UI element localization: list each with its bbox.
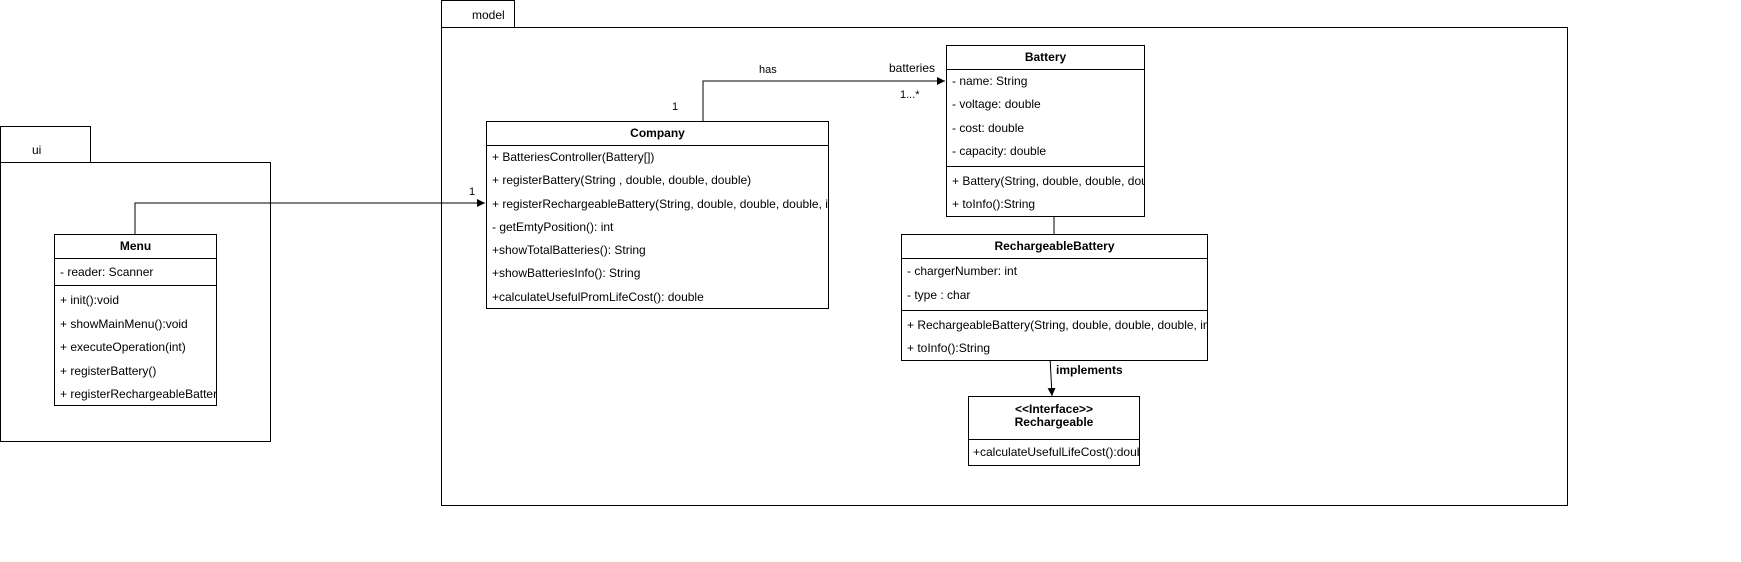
method: + executeOperation(int) — [60, 340, 186, 354]
method: +calculateUsefulPromLifeCost(): double — [492, 289, 704, 304]
interface-rechargeable-title: Rechargeable — [1014, 415, 1094, 429]
method: + toInfo():String — [952, 197, 1036, 212]
package-ui-name: ui — [32, 143, 42, 157]
class-rechargeable-battery: RechargeableBattery - chargerNumber: int… — [901, 234, 1208, 361]
method: + registerBattery() — [60, 363, 157, 378]
interface-rechargeable-methods: +calculateUsefulLifeCost():double — [969, 440, 1139, 464]
package-ui-tab: ui — [0, 126, 91, 163]
class-rechargeable-battery-attributes: - chargerNumber: int - type : char — [902, 259, 1207, 311]
method: - getEmtyPosition(): int — [492, 219, 614, 234]
interface-rechargeable: <<Interface>> Rechargeable +calculateUse… — [968, 396, 1140, 466]
method: + registerBattery(String , double, doubl… — [492, 173, 752, 188]
batteries-role-label: batteries — [889, 61, 936, 75]
method: + init():void — [60, 293, 120, 307]
battery-multiplicity: 1...* — [900, 89, 920, 101]
class-company: Company + BatteriesController(Battery[])… — [486, 121, 829, 309]
class-battery-methods: + Battery(String, double, double, double… — [947, 167, 1144, 216]
class-menu-title: Menu — [55, 235, 216, 259]
attribute: - reader: Scanner — [60, 265, 154, 279]
method: + BatteriesController(Battery[]) — [492, 150, 655, 164]
class-company-title: Company — [487, 122, 828, 146]
implements-label: implements — [1056, 363, 1123, 377]
attribute: - type : char — [907, 288, 971, 302]
attribute: - cost: double — [952, 120, 1025, 135]
method: +showTotalBatteries(): String — [492, 243, 646, 258]
method: + Battery(String, double, double, double… — [952, 174, 1144, 189]
method: + registerRechargeableBattery() — [60, 387, 217, 401]
method: + showMainMenu():void — [60, 316, 188, 331]
class-menu-methods: + init():void + showMainMenu():void + ex… — [55, 286, 217, 405]
class-rechargeable-battery-title: RechargeableBattery — [902, 235, 1207, 259]
class-company-methods: + BatteriesController(Battery[]) + regis… — [487, 146, 828, 308]
attribute: - capacity: double — [952, 143, 1047, 158]
package-model-name: model — [472, 8, 505, 22]
attribute: - chargerNumber: int — [907, 264, 1018, 278]
menu-company-association — [134, 199, 485, 234]
method: + registerRechargeableBattery(String, do… — [492, 196, 828, 211]
class-battery: Battery - name: String - voltage: double… — [946, 45, 1145, 217]
company-battery-association — [702, 77, 945, 121]
method: +calculateUsefulLifeCost():double — [973, 445, 1140, 459]
class-battery-title: Battery — [947, 46, 1144, 70]
method: + RechargeableBattery(String, double, do… — [907, 318, 1207, 332]
method: + toInfo():String — [907, 341, 991, 356]
class-menu: Menu - reader: Scanner + init():void + s… — [54, 234, 217, 406]
attribute: - voltage: double — [952, 97, 1041, 112]
menu-company-multiplicity: 1 — [469, 186, 476, 198]
class-menu-attributes: - reader: Scanner — [55, 259, 216, 286]
interface-stereotype: <<Interface>> — [1014, 402, 1094, 416]
class-rechargeable-battery-methods: + RechargeableBattery(String, double, do… — [902, 311, 1207, 360]
interface-rechargeable-header: <<Interface>> Rechargeable — [969, 397, 1139, 440]
class-battery-attributes: - name: String - voltage: double - cost:… — [947, 70, 1144, 168]
company-multiplicity: 1 — [672, 101, 679, 113]
attribute: - name: String — [952, 74, 1028, 88]
has-label: has — [759, 64, 777, 76]
method: +showBatteriesInfo(): String — [492, 266, 641, 281]
